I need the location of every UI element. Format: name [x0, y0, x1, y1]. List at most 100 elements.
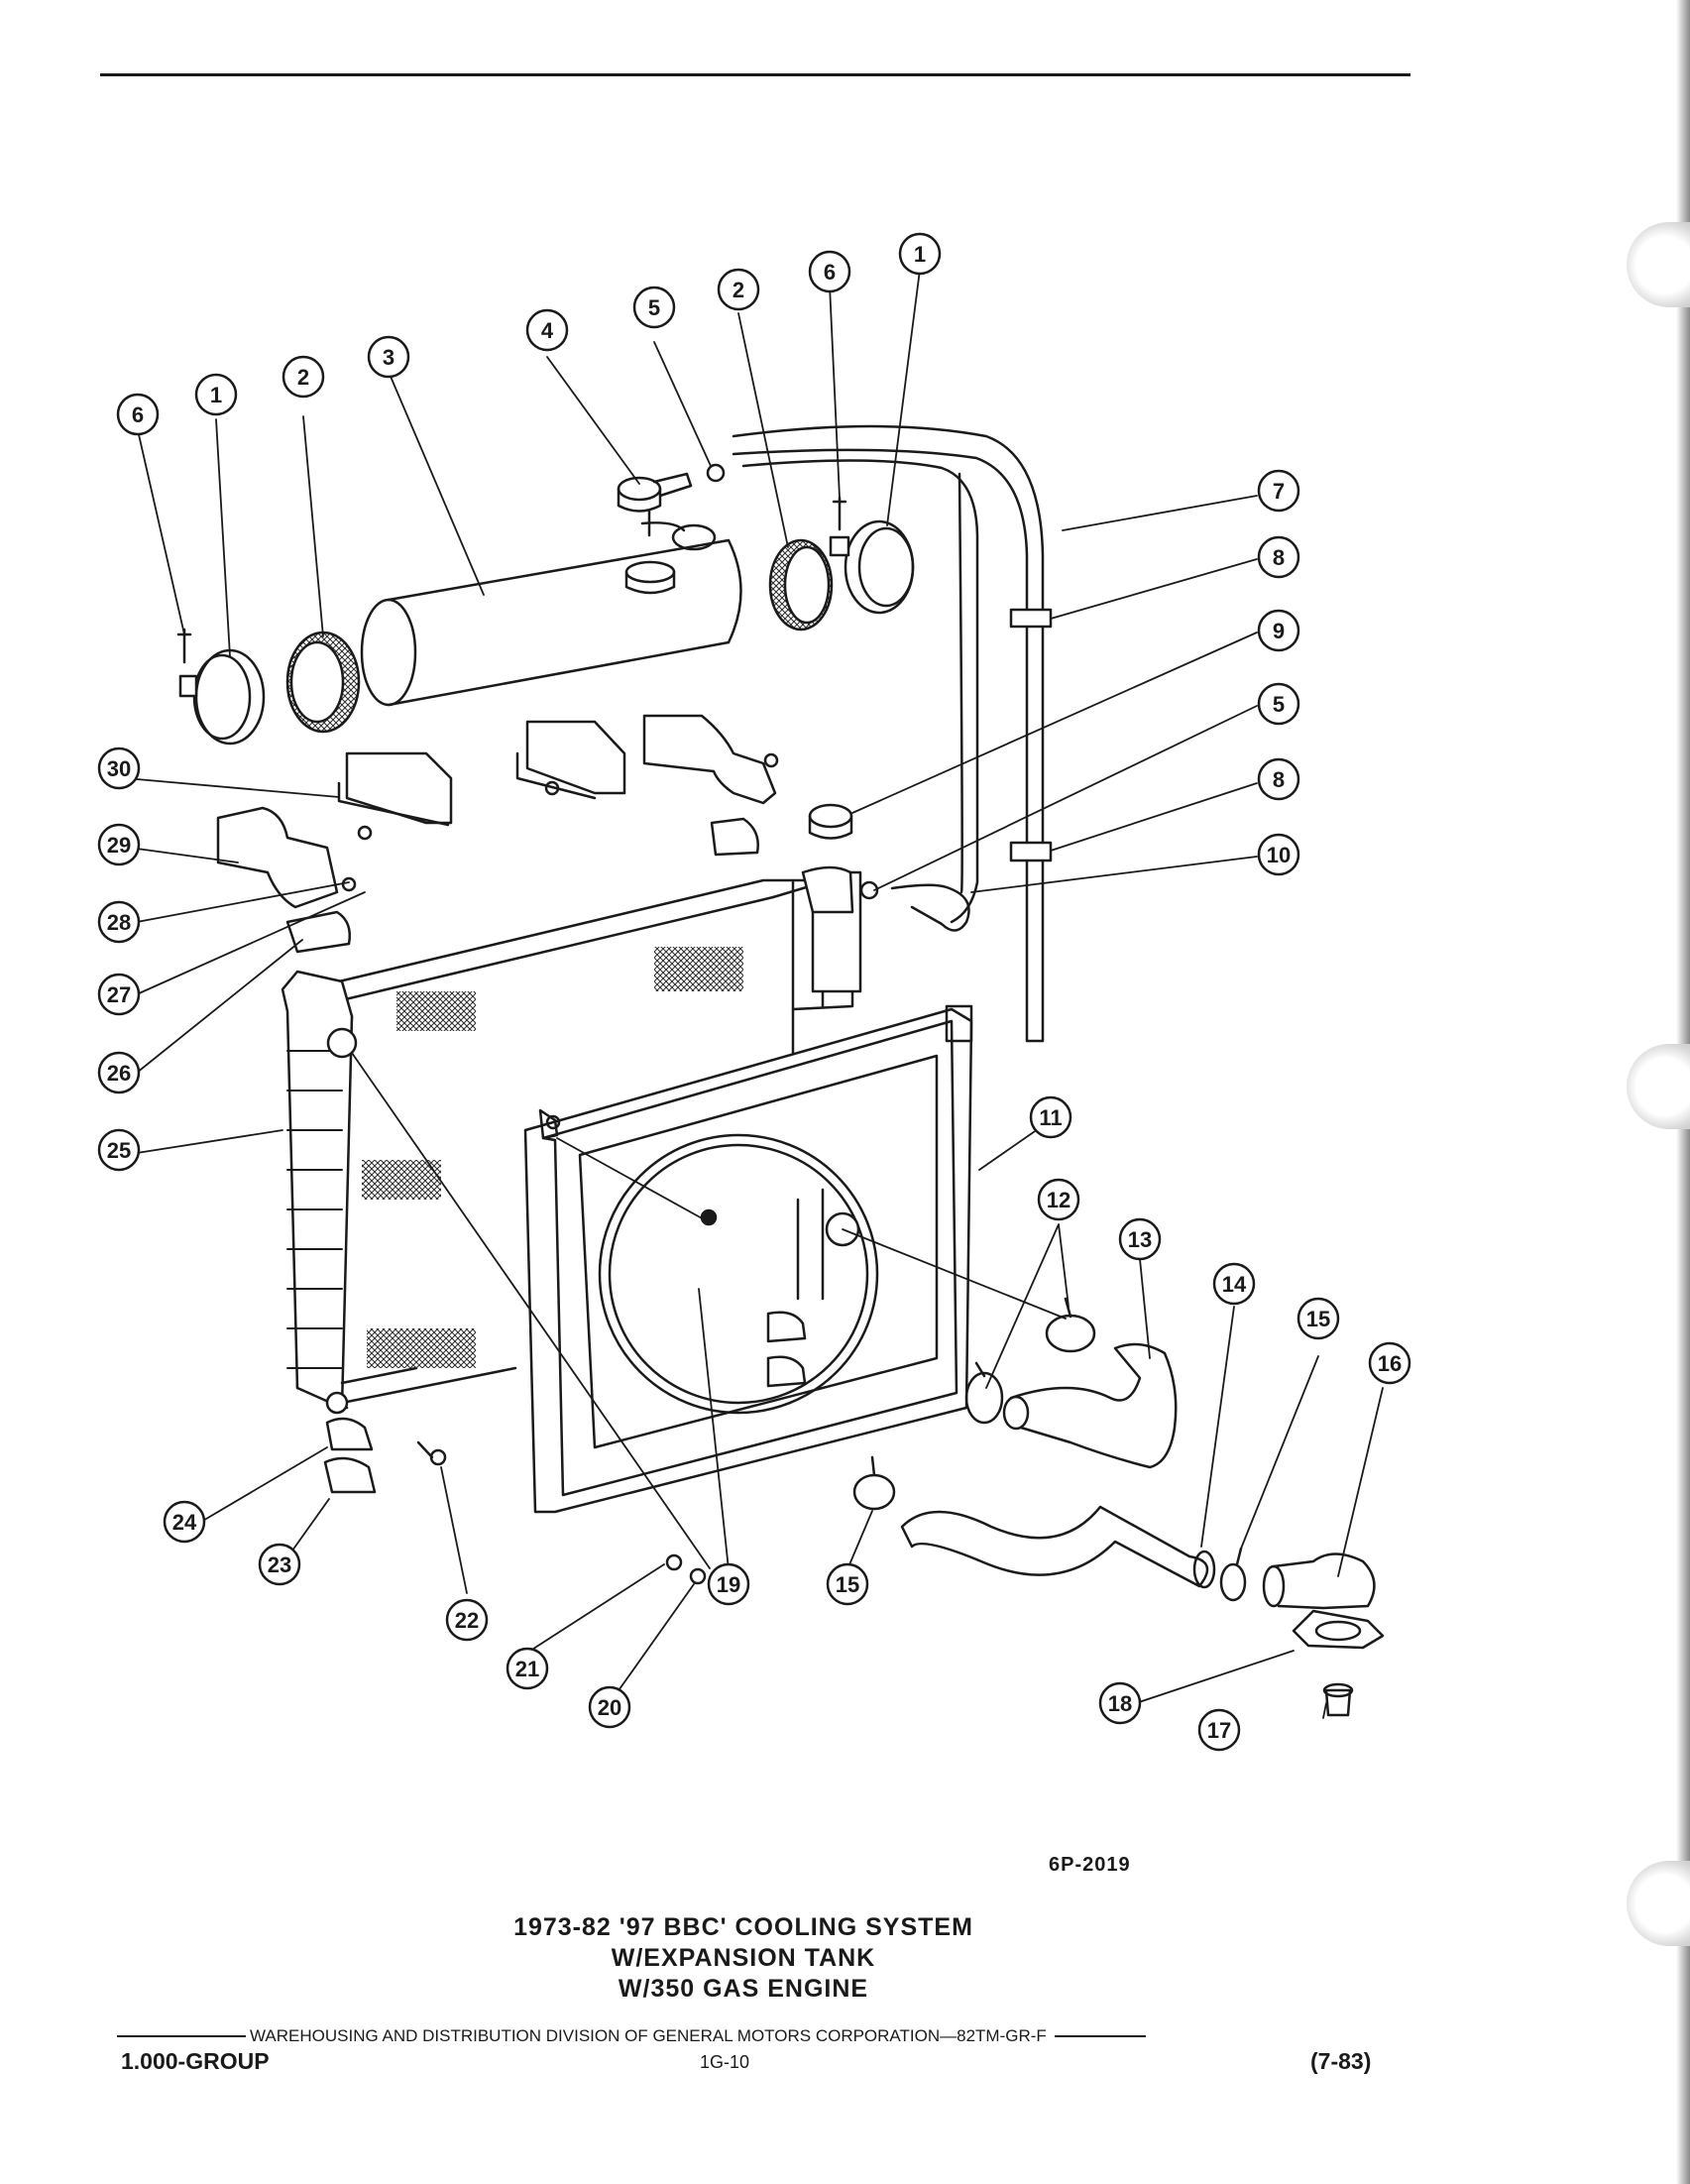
callout-21: 21: [506, 1647, 549, 1690]
callout-28: 28: [97, 900, 141, 944]
callout-number: 5: [648, 295, 660, 320]
callout-23: 23: [258, 1543, 301, 1586]
footer-division-text: WAREHOUSING AND DISTRIBUTION DIVISION OF…: [250, 2026, 1047, 2045]
callout-circle: [282, 355, 325, 399]
callout-circle: [116, 393, 160, 436]
left-tank-strap-part: [176, 628, 361, 746]
callout-number: 15: [836, 1572, 859, 1597]
callout-number: 8: [1273, 545, 1285, 570]
callout-number: 13: [1128, 1227, 1152, 1252]
callout-13: 13: [1118, 1217, 1162, 1261]
callout-number: 23: [268, 1552, 291, 1577]
callout-18: 18: [1098, 1681, 1142, 1725]
callout-circle: [717, 268, 760, 311]
callout-circle: [163, 1500, 206, 1544]
callout-number: 29: [107, 833, 131, 858]
callout-number: 21: [515, 1657, 539, 1681]
callout-circle: [1118, 1217, 1162, 1261]
callout-6: 6: [116, 393, 160, 436]
callout-22: 22: [445, 1598, 489, 1642]
callout-circle: [97, 900, 141, 944]
callout-14: 14: [1212, 1262, 1256, 1306]
callout-number: 16: [1378, 1351, 1402, 1376]
callout-19: 19: [707, 1562, 750, 1606]
radiator-hoses-part: [900, 1342, 1216, 1589]
callout-number: 28: [107, 910, 131, 935]
callout-number: 19: [717, 1572, 740, 1597]
callout-number: 4: [541, 318, 554, 343]
callout-number: 25: [107, 1138, 131, 1163]
small-clamp-upper: [706, 463, 726, 483]
callout-circle: [826, 1562, 869, 1606]
callout-number: 15: [1306, 1307, 1330, 1331]
callout-15: 15: [1296, 1297, 1340, 1340]
callout-circle: [97, 1051, 141, 1094]
callout-circle: [97, 973, 141, 1016]
callout-circle: [525, 308, 569, 352]
callout-number: 7: [1273, 479, 1285, 504]
callout-circle: [1257, 469, 1300, 513]
callout-26: 26: [97, 1051, 141, 1094]
callout-circle: [445, 1598, 489, 1642]
callout-number: 3: [383, 345, 394, 370]
callout-circle: [506, 1647, 549, 1690]
callout-8: 8: [1257, 757, 1300, 801]
right-tank-strap-part: [768, 496, 915, 632]
callout-number: 2: [297, 365, 309, 390]
callout-circle: [1257, 609, 1300, 652]
callout-number: 20: [598, 1695, 621, 1720]
fan-shroud-part: [523, 1004, 973, 1514]
callout-number: 17: [1207, 1718, 1231, 1743]
callout-number: 26: [107, 1061, 131, 1086]
callout-1: 1: [194, 373, 238, 416]
callout-number: 5: [1273, 692, 1285, 717]
tank-cap-part: [617, 472, 717, 551]
callout-27: 27: [97, 973, 141, 1016]
callout-circle: [97, 1128, 141, 1172]
callout-5: 5: [632, 286, 676, 329]
callout-number: 12: [1047, 1188, 1070, 1212]
footer-revision: (7-83): [1310, 2048, 1372, 2074]
callout-circle: [898, 232, 942, 276]
callout-number: 1: [210, 383, 222, 407]
callout-4: 4: [525, 308, 569, 352]
callout-circle: [194, 373, 238, 416]
callout-number: 6: [824, 260, 836, 285]
callout-number: 8: [1273, 767, 1285, 792]
callout-number: 30: [107, 756, 131, 781]
callout-number: 14: [1222, 1272, 1247, 1297]
callout-circle: [1197, 1708, 1241, 1752]
callout-number: 10: [1267, 843, 1291, 867]
hose-clamps-part: [852, 1297, 1247, 1602]
diagram-title-line-1: 1973-82 '97 BBC' COOLING SYSTEM: [513, 1913, 973, 1941]
footer-rule-left: [117, 2035, 246, 2037]
callout-number: 22: [455, 1608, 479, 1633]
callout-circle: [1257, 682, 1300, 726]
callout-number: 24: [172, 1510, 197, 1535]
callout-circle: [97, 823, 141, 866]
callout-29: 29: [97, 823, 141, 866]
callout-25: 25: [97, 1128, 141, 1172]
callout-6: 6: [808, 250, 851, 293]
callout-circle: [1212, 1262, 1256, 1306]
callout-circle: [97, 747, 141, 790]
diagram-title-line-2: W/EXPANSION TANK: [611, 1944, 876, 1972]
footer-page-number: 1G-10: [700, 2052, 750, 2072]
binder-hole-bottom: [1627, 1861, 1690, 1946]
small-hardware-part: [323, 1417, 707, 1585]
callout-circle: [588, 1685, 631, 1729]
callout-circle: [707, 1562, 750, 1606]
callout-number: 27: [107, 982, 131, 1007]
callout-circle: [808, 250, 851, 293]
radiator-cap-part: [808, 803, 970, 932]
callout-circle: [1098, 1681, 1142, 1725]
callout-15: 15: [826, 1562, 869, 1606]
callout-2: 2: [717, 268, 760, 311]
callout-circle: [367, 335, 410, 379]
callout-7: 7: [1257, 469, 1300, 513]
top-rule: [100, 73, 1410, 76]
callout-circle: [632, 286, 676, 329]
callout-20: 20: [588, 1685, 631, 1729]
callout-30: 30: [97, 747, 141, 790]
